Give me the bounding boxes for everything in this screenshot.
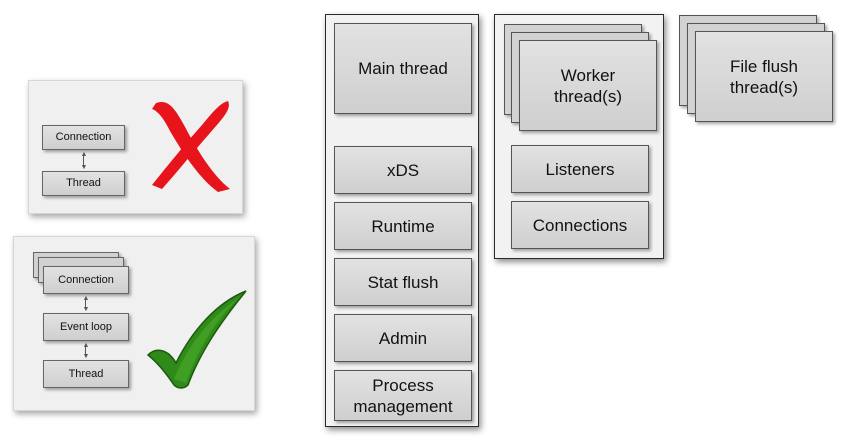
connection-box: Connection bbox=[42, 125, 125, 150]
stat-flush-box: Stat flush bbox=[334, 258, 472, 306]
process-management-box: Process management bbox=[334, 370, 472, 421]
connections-box: Connections bbox=[511, 201, 649, 249]
worker-thread-column: Worker thread(s) Listeners Connections bbox=[494, 14, 664, 259]
runtime-box: Runtime bbox=[334, 202, 472, 250]
arrow-down-icon: ▼ bbox=[82, 306, 90, 313]
connection-box: Connection bbox=[43, 266, 129, 294]
file-flush-thread-box: File flush thread(s) bbox=[695, 31, 833, 122]
thread-box: Thread bbox=[42, 171, 125, 196]
worker-thread-box: Worker thread(s) bbox=[519, 40, 657, 131]
listeners-box: Listeners bbox=[511, 145, 649, 193]
main-thread-column: Main thread xDS Runtime Stat flush Admin… bbox=[325, 14, 479, 427]
arrow-down-icon: ▼ bbox=[80, 164, 88, 171]
arrow-up-icon: ▲ bbox=[82, 342, 90, 349]
good-example-panel: Connection ▲ ▼ Event loop ▲ ▼ Thread bbox=[13, 236, 255, 411]
arrow-down-icon: ▼ bbox=[82, 353, 90, 360]
connector-line bbox=[83, 155, 84, 167]
red-x-icon bbox=[152, 101, 230, 192]
arrow-up-icon: ▲ bbox=[82, 295, 90, 302]
admin-box: Admin bbox=[334, 314, 472, 362]
thread-box: Thread bbox=[43, 360, 129, 388]
connector-line bbox=[85, 299, 86, 309]
xds-box: xDS bbox=[334, 146, 472, 194]
main-thread-box: Main thread bbox=[334, 23, 472, 114]
event-loop-box: Event loop bbox=[43, 313, 129, 341]
arrow-up-icon: ▲ bbox=[80, 151, 88, 158]
connector-line bbox=[85, 346, 86, 356]
bad-example-panel: Connection ▲ ▼ Thread bbox=[28, 80, 243, 214]
green-check-icon bbox=[146, 290, 247, 389]
